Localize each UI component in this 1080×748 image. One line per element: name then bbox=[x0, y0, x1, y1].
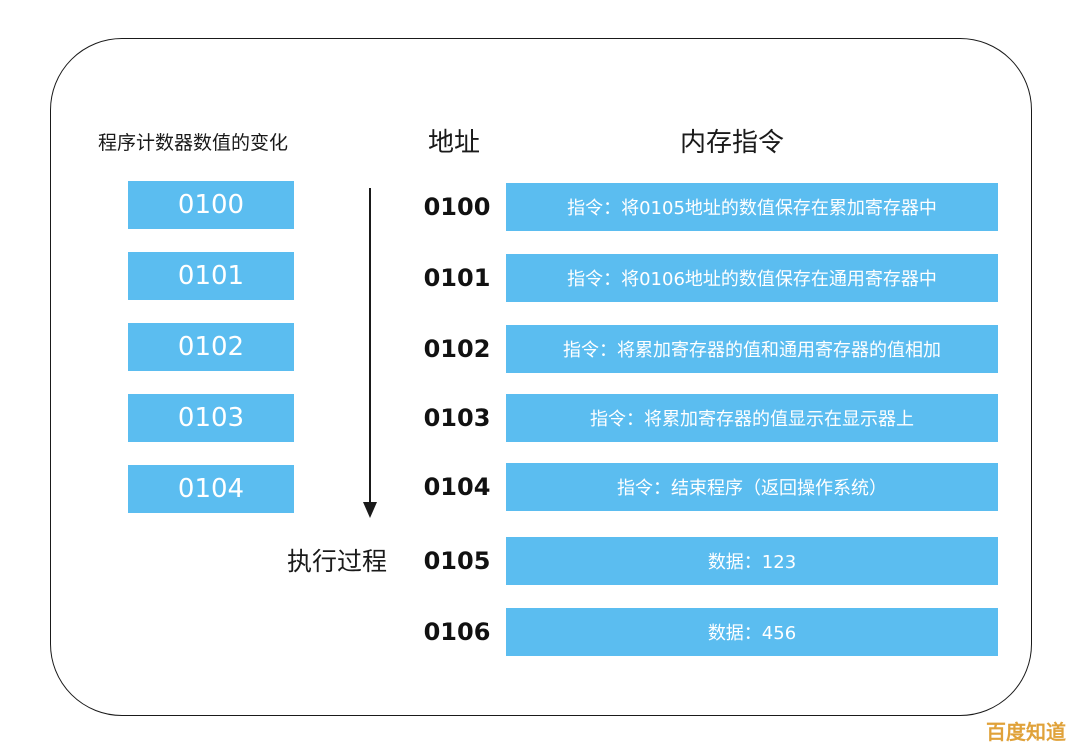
memory-cell: 指令：将累加寄存器的值显示在显示器上 bbox=[506, 394, 998, 442]
memory-address: 0104 bbox=[423, 473, 491, 501]
memory-cell: 指令：将累加寄存器的值和通用寄存器的值相加 bbox=[506, 325, 998, 373]
memory-cell: 指令：将0106地址的数值保存在通用寄存器中 bbox=[506, 254, 998, 302]
pc-heading: 程序计数器数值的变化 bbox=[98, 132, 289, 154]
memory-cell: 指令：结束程序（返回操作系统） bbox=[506, 463, 998, 511]
diagram-frame bbox=[50, 38, 1032, 716]
memory-address: 0105 bbox=[423, 547, 491, 575]
execution-label: 执行过程 bbox=[287, 547, 388, 576]
pc-value-box: 0103 bbox=[128, 394, 294, 442]
memory-address: 0101 bbox=[423, 264, 491, 292]
memory-cell: 数据：123 bbox=[506, 537, 998, 585]
memory-address: 0106 bbox=[423, 618, 491, 646]
memory-address: 0100 bbox=[423, 193, 491, 221]
pc-value-box: 0104 bbox=[128, 465, 294, 513]
pc-value-box: 0102 bbox=[128, 323, 294, 371]
execution-arrow bbox=[363, 188, 377, 518]
memory-heading: 内存指令 bbox=[680, 128, 785, 158]
pc-value-box: 0100 bbox=[128, 181, 294, 229]
memory-address: 0102 bbox=[423, 335, 491, 363]
memory-address: 0103 bbox=[423, 404, 491, 432]
pc-value-box: 0101 bbox=[128, 252, 294, 300]
memory-cell: 数据：456 bbox=[506, 608, 998, 656]
memory-cell: 指令：将0105地址的数值保存在累加寄存器中 bbox=[506, 183, 998, 231]
address-heading: 地址 bbox=[428, 128, 481, 158]
watermark-logo: 百度知道 bbox=[986, 720, 1066, 744]
